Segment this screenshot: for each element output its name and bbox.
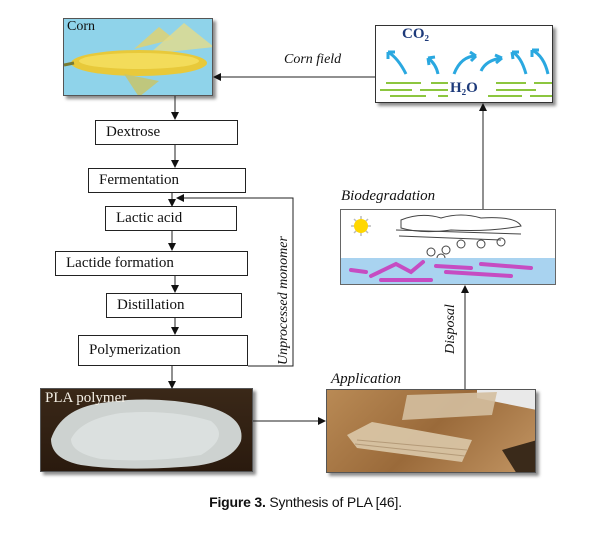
step-fermentation: Fermentation (88, 168, 246, 193)
figure-caption: Figure 3. Synthesis of PLA [46]. (0, 494, 611, 510)
step-label: Fermentation (99, 172, 179, 188)
pla-polymer-panel: PLA polymer (40, 388, 253, 472)
corn-field-label: Corn field (284, 52, 342, 67)
caption-text: Synthesis of PLA [46]. (265, 494, 402, 510)
pla-polymer-label: PLA polymer (45, 390, 127, 406)
weather-scene-icon (341, 214, 555, 284)
arrow-monomer-feedback (176, 194, 294, 367)
pla-sheets-icon (347, 390, 535, 472)
sun-icon (354, 219, 368, 233)
step-label: Dextrose (106, 124, 161, 140)
h2o-label: H₂O (448, 80, 480, 97)
step-distillation: Distillation (106, 293, 242, 318)
step-label: Polymerization (89, 342, 181, 358)
co2-label: CO₂ (402, 26, 429, 42)
step-label: Distillation (117, 297, 185, 313)
step-label: Lactide formation (66, 255, 174, 271)
step-lactic-acid: Lactic acid (105, 206, 237, 231)
step-lactide-formation: Lactide formation (55, 251, 248, 276)
carbon-cycle-panel: CO₂ H₂O (375, 25, 553, 103)
step-dextrose: Dextrose (95, 120, 238, 145)
caption-label: Figure 3. (209, 494, 266, 510)
application-label: Application (331, 371, 401, 387)
application-panel (326, 389, 536, 473)
biodegradation-panel (340, 209, 556, 285)
step-label: Lactic acid (116, 210, 183, 226)
step-polymerization: Polymerization (78, 335, 248, 366)
biodegradation-label: Biodegradation (341, 188, 436, 204)
corn-cob-icon (64, 23, 212, 95)
corn-image-panel: Corn (63, 18, 213, 96)
pla-pellets-icon (51, 399, 242, 469)
corn-label: Corn (67, 19, 95, 34)
rising-arrows-icon (380, 48, 552, 97)
